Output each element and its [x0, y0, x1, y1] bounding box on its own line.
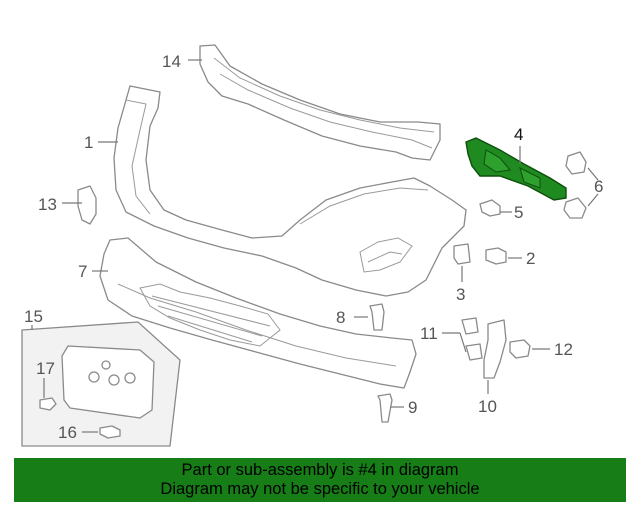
callout-13: 13 — [38, 195, 57, 214]
callout-6: 6 — [594, 177, 603, 196]
part-9-bolt — [377, 393, 393, 423]
callout-17: 17 — [36, 359, 55, 378]
part-4-bracket-highlighted — [465, 137, 567, 201]
callout-9: 9 — [408, 398, 417, 417]
part-12-bolt — [509, 339, 531, 359]
part-17-fastener — [39, 397, 57, 411]
part-15-license-bracket-group — [21, 321, 181, 447]
part-10-guide — [483, 319, 507, 379]
part-8-bolt — [369, 303, 385, 331]
callout-16: 16 — [58, 423, 77, 442]
callout-1: 1 — [84, 133, 93, 152]
part-16-screw — [99, 425, 121, 439]
part-13-trim — [77, 185, 97, 225]
part-2-bolt — [485, 247, 507, 265]
callout-12: 12 — [554, 340, 573, 359]
callout-2: 2 — [526, 249, 535, 268]
part-5-bolt — [479, 199, 501, 217]
callout-5: 5 — [514, 203, 523, 222]
part-1-bumper-cover — [113, 85, 467, 297]
part-6-clip-lower — [563, 197, 587, 219]
part-3-nut — [453, 243, 471, 265]
callout-labels: 14 1 13 7 4 6 5 2 3 8 9 11 12 10 15 17 1… — [24, 52, 603, 442]
banner-line-part-info: Part or sub-assembly is #4 in diagram — [181, 461, 459, 479]
callout-10: 10 — [478, 397, 497, 416]
part-6-clip-upper — [565, 151, 587, 175]
callout-15: 15 — [24, 307, 43, 326]
parts-diagram: 14 1 13 7 4 6 5 2 3 8 9 11 12 10 15 17 1… — [21, 44, 603, 447]
callout-8: 8 — [336, 308, 345, 327]
callout-3: 3 — [456, 285, 465, 304]
callout-14: 14 — [162, 52, 181, 71]
part-7-lower-fascia — [99, 237, 417, 389]
part-11-nut-upper — [461, 317, 479, 335]
info-banner: Part or sub-assembly is #4 in diagram Di… — [14, 458, 626, 502]
callout-7: 7 — [78, 262, 87, 281]
banner-line-disclaimer: Diagram may not be specific to your vehi… — [160, 480, 480, 498]
part-11-nut-lower — [465, 343, 483, 361]
callout-11: 11 — [420, 324, 438, 343]
leader-lines — [31, 59, 599, 433]
callout-4: 4 — [514, 125, 523, 144]
part-14-energy-absorber — [199, 44, 441, 161]
